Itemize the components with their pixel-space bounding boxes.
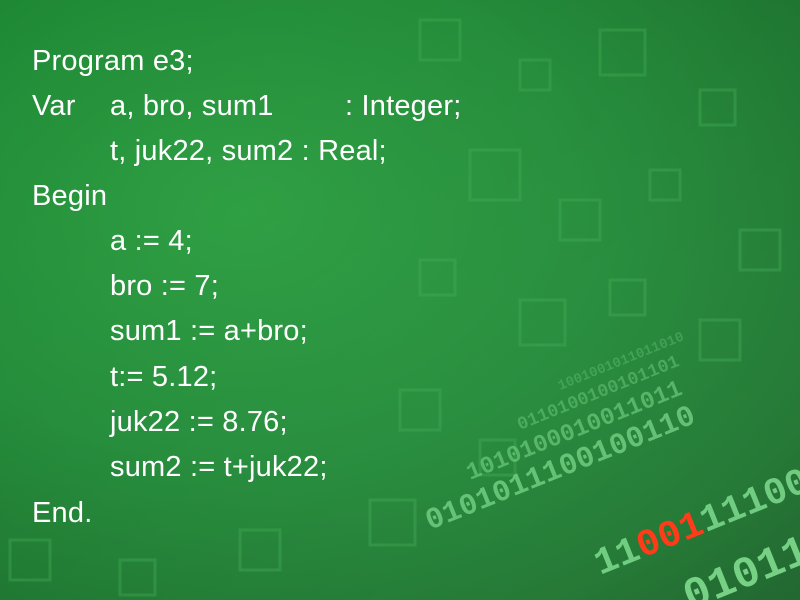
statement-line: sum2 := t+juk22; — [110, 451, 328, 483]
statement-line: juk22 := 8.76; — [110, 406, 288, 438]
statement-line: t:= 5.12; — [110, 361, 218, 393]
var-keyword: Var — [32, 90, 76, 122]
statement-line: bro := 7; — [110, 270, 220, 302]
var-names-integer: a, bro, sum1 — [110, 90, 274, 122]
end-line: End. — [32, 497, 93, 529]
statement-line: sum1 := a+bro; — [110, 315, 308, 347]
statement-line: a := 4; — [110, 225, 193, 257]
program-line: Program e3; — [32, 45, 194, 77]
var-line-2: t, juk22, sum2 : Real; — [110, 135, 387, 167]
var-type-integer: : Integer; — [345, 90, 462, 122]
begin-line: Begin — [32, 180, 108, 212]
